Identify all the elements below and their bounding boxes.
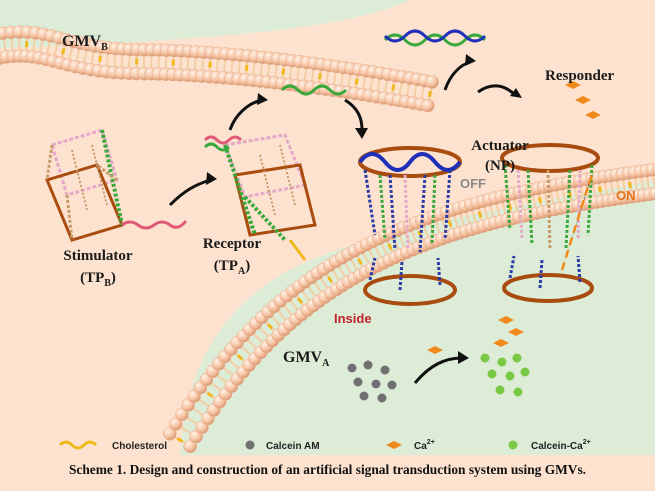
released-strand [280,84,348,96]
figure-caption: Scheme 1. Design and construction of an … [68,462,587,477]
legend-cholesterol-swatch [58,440,98,450]
gmv-b-membrane [0,25,439,113]
gmv-a-label: GMVA [283,349,330,369]
legend-calcein-am-swatch [245,440,255,450]
receptor-prism [203,133,317,261]
actuator-nanopore-off [358,146,462,306]
legend-calcein-am-label: Calcein AM [266,441,320,452]
gmv-b-label: GMVB [62,33,108,53]
arrow-to-responder [477,84,517,97]
stimulator-sublabel: (TPB) [80,270,116,289]
arrow-strand-to-actuator [344,98,364,131]
legend-ca-label: Ca2+ [414,439,435,452]
calcein-ca-cluster [480,353,530,397]
actuator-label: Actuator [471,138,529,154]
on-label: ON [616,188,636,203]
stimulator-prism [44,128,188,242]
arrow-heads [206,54,522,364]
gmv-a-interior [180,180,655,455]
actuator-nanopore-on [500,143,600,303]
calcein-am-cluster [347,360,397,403]
actuator-sublabel: (NP) [485,158,515,174]
legend-calcein-ca-swatch [508,440,518,450]
arrow-calcein-reaction [413,356,463,384]
ca-ion-flow [427,81,601,354]
legend-cholesterol-label: Cholesterol [112,441,167,452]
receptor-label: Receptor [203,236,262,252]
released-duplex [383,29,487,47]
legend-calcein-ca-label: Calcein-Ca2+ [531,439,591,452]
legend-ca-swatch [386,441,402,449]
off-label: OFF [460,176,486,191]
responder-label: Responder [545,68,615,84]
inside-label: Inside [334,311,372,326]
gmv-b-interior [0,0,410,48]
receptor-sublabel: (TPA) [214,258,250,277]
legend: Cholesterol Calcein AM Ca2+ Calcein-Ca2+ [58,439,591,452]
stimulator-label: Stimulator [63,248,133,264]
